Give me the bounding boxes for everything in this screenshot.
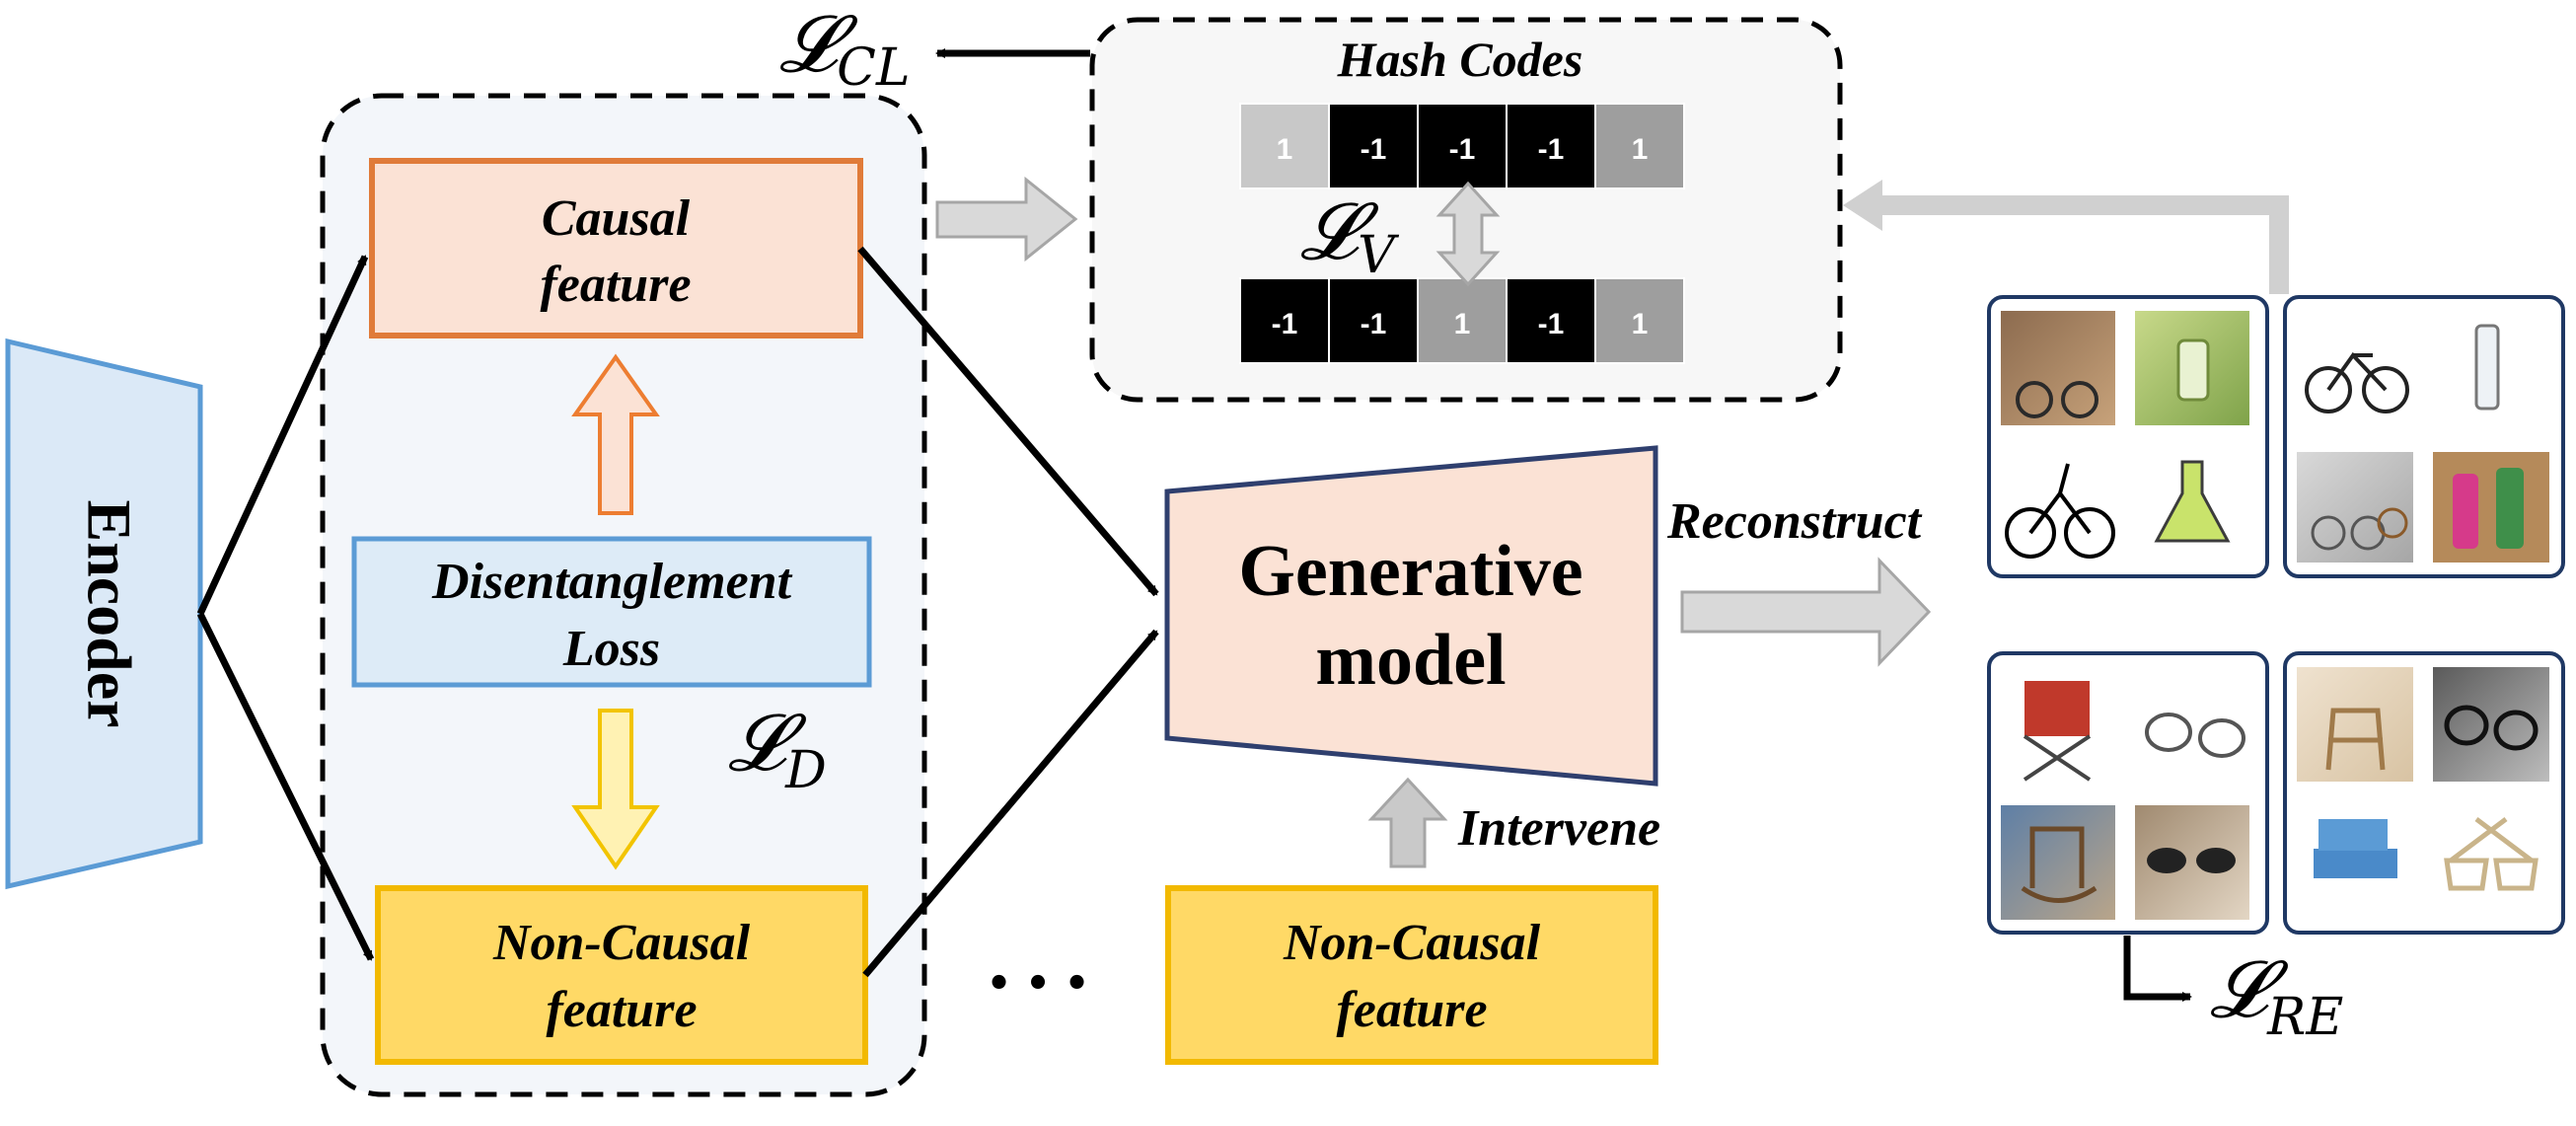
noncausal-right-line2: feature	[1336, 982, 1487, 1038]
arrow-encoder-to-causal	[196, 255, 369, 616]
thumb-glasses-sketch	[2433, 667, 2549, 782]
noncausal-left-line2: feature	[546, 982, 697, 1038]
ellipsis: • • •	[987, 961, 1090, 1007]
image-panel-top-right	[2283, 295, 2565, 578]
hash-cell-r1-c4	[1506, 103, 1596, 189]
loss-cl-sub: CL	[837, 38, 910, 98]
loss-cl-label: 𝓛CL	[779, 0, 911, 98]
reconstruct-arrow	[1680, 557, 1932, 667]
hash-code-row-1: 1 -1 -1 -1 1	[1239, 103, 1685, 189]
causal-to-hash-arrow	[935, 176, 1078, 263]
generative-line1: Generative	[1238, 531, 1582, 612]
reconstruct-label: Reconstruct	[1666, 493, 1923, 550]
encoder-label: Encoder	[74, 499, 144, 727]
hash-cell-r1-c5	[1594, 103, 1685, 189]
loss-d-sub: D	[784, 741, 827, 800]
hash-cell-r2-c4	[1506, 277, 1596, 364]
hash-cell-label-r2-c4: -1	[1538, 308, 1565, 340]
disentanglement-line2: Loss	[562, 621, 660, 677]
causal-feature-box: Causal feature	[369, 158, 863, 338]
hash-code-row-2: -1 -1 1 -1 1	[1239, 277, 1685, 364]
thumb-eyeglasses	[2135, 667, 2249, 782]
image-panel-bottom-left	[1987, 651, 2269, 935]
hash-cell-r1-c3	[1417, 103, 1508, 189]
thumb-bicycle-rider-sketch	[2001, 444, 2115, 563]
non-causal-feature-box-right: Non-Causal feature	[1165, 885, 1658, 1065]
down-arrow-yellow	[571, 709, 660, 870]
non-causal-feature-box-left: Non-Causal feature	[375, 885, 868, 1065]
hash-cell-r1-c1	[1239, 103, 1330, 189]
loss-v-label: 𝓛V	[1300, 186, 1399, 285]
arrow-encoder-to-noncausal	[196, 612, 375, 961]
hash-cell-label-r2-c5: 1	[1632, 308, 1649, 340]
image-panel-top-left	[1987, 295, 2269, 578]
disentanglement-line1: Disentanglement	[431, 554, 793, 610]
loss-v-sub: V	[1358, 226, 1399, 285]
hash-compare-arrow	[1435, 181, 1501, 287]
generative-model-block: Generative model	[1164, 445, 1658, 787]
hash-cell-r2-c2	[1328, 277, 1419, 364]
hash-cell-label-r1-c3: -1	[1449, 133, 1476, 166]
generative-line2: model	[1315, 620, 1506, 701]
causal-feature-line2: feature	[540, 257, 691, 313]
hash-cell-label-r1-c4: -1	[1538, 133, 1565, 166]
arrow-panels-to-lre	[2123, 936, 2192, 1002]
up-arrow-orange	[571, 353, 660, 515]
hash-cell-label-r1-c1: 1	[1277, 133, 1293, 166]
noncausal-right-line1: Non-Causal	[1283, 915, 1541, 971]
svg-text:𝓛RE: 𝓛RE	[2210, 943, 2343, 1047]
hash-codes-title: Hash Codes	[1337, 32, 1583, 87]
svg-text:𝓛V: 𝓛V	[1300, 186, 1399, 285]
hash-cell-r2-c3	[1417, 277, 1508, 364]
causal-feature-line1: Causal	[542, 190, 691, 247]
hash-cell-label-r2-c1: -1	[1272, 308, 1298, 340]
images-to-hash-arrowhead	[1843, 180, 1882, 231]
image-panel-bottom-right	[2283, 651, 2565, 935]
images-to-hash-arrow	[1863, 195, 2289, 294]
hash-cell-r2-c5	[1594, 277, 1685, 364]
noncausal-left-line1: Non-Causal	[492, 915, 751, 971]
hash-cell-label-r2-c3: 1	[1454, 308, 1471, 340]
hash-cell-label-r2-c2: -1	[1361, 308, 1387, 340]
svg-text:𝓛CL: 𝓛CL	[779, 0, 911, 98]
thumb-water-bottles-shelf	[2433, 452, 2549, 563]
disentanglement-loss-box: Disentanglement Loss	[351, 536, 872, 688]
hash-cell-label-r1-c2: -1	[1361, 133, 1387, 166]
intervene-label: Intervene	[1457, 800, 1660, 857]
loss-re-label: 𝓛RE	[2210, 943, 2343, 1047]
arrow-causal-to-generative	[857, 246, 1159, 597]
loss-re-sub: RE	[2266, 988, 2343, 1047]
thumb-parked-bicycles	[2297, 452, 2413, 563]
hash-cell-label-r1-c5: 1	[1632, 133, 1649, 166]
arrow-noncausal-to-generative	[862, 629, 1159, 978]
thumb-chair-painting	[2297, 667, 2413, 782]
encoder-block: Encoder	[5, 338, 203, 890]
intervene-arrow	[1367, 777, 1448, 868]
